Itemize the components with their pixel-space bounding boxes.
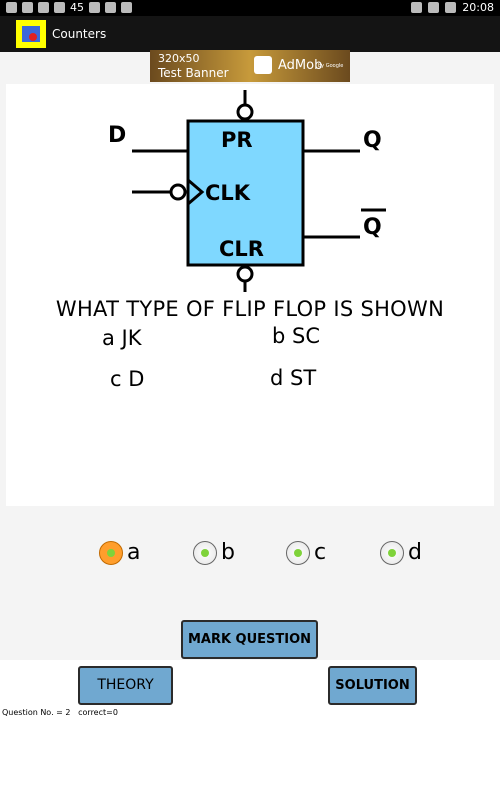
radio-c-circle[interactable] xyxy=(286,540,310,565)
status-bar: 45 20:08 xyxy=(0,0,500,16)
settings-icon xyxy=(38,2,49,13)
radio-b-circle[interactable] xyxy=(193,540,217,565)
flag-icon xyxy=(54,2,65,13)
flip-flop-box xyxy=(186,119,305,267)
ad-by: by Google xyxy=(318,63,344,69)
question-number: Question No. = 2 xyxy=(2,708,71,717)
app-icon-dot xyxy=(29,33,37,41)
radio-d-dot xyxy=(388,548,396,557)
clr-label: CLR xyxy=(219,237,264,261)
question-panel: D CLK PR CLR Q Q WHAT TYPE OF FLIP FLOP … xyxy=(6,84,494,506)
radio-a-label[interactable]: a xyxy=(127,540,141,565)
notification-count: 45 xyxy=(70,1,84,14)
app-title: Counters xyxy=(52,27,107,41)
theory-button[interactable]: THEORY xyxy=(78,666,173,705)
option-d-text: d ST xyxy=(270,366,317,390)
radio-c-dot xyxy=(294,548,302,557)
app-bar xyxy=(0,16,500,52)
radio-d-label[interactable]: d xyxy=(408,540,422,565)
admob-logo-icon xyxy=(254,56,272,74)
d-label: D xyxy=(108,123,126,148)
wind-icon xyxy=(89,2,100,13)
ad-banner-text: Test Banner xyxy=(158,66,229,80)
radio-c-label[interactable]: c xyxy=(314,540,327,565)
radio-b-label[interactable]: b xyxy=(221,540,235,565)
radio-b[interactable]: b xyxy=(193,540,235,565)
radio-a-dot xyxy=(107,548,115,557)
option-c-text: c D xyxy=(110,367,145,391)
correct-count: correct=0 xyxy=(78,708,118,717)
radio-b-dot xyxy=(201,548,209,557)
question-text: WHAT TYPE OF FLIP FLOP IS SHOWN xyxy=(55,297,445,321)
radio-d-circle[interactable] xyxy=(380,540,404,565)
option-a-text: a JK xyxy=(102,326,142,350)
battery-icon xyxy=(445,2,457,13)
status-right: 20:08 xyxy=(411,1,494,14)
ad-banner[interactable]: 320x50 Test Banner AdMob by Google xyxy=(150,50,350,82)
sync-icon xyxy=(105,2,116,13)
mark-question-button[interactable]: MARK QUESTION xyxy=(181,620,318,659)
footer-area xyxy=(0,706,500,800)
mute-icon xyxy=(411,2,423,13)
answer-radio-group: a b c d xyxy=(0,540,500,580)
radio-a[interactable]: a xyxy=(99,540,140,565)
picture-icon xyxy=(6,2,17,13)
clk-bubble xyxy=(169,183,187,201)
bottom-bar xyxy=(0,660,500,710)
pr-bubble xyxy=(236,103,254,121)
clk-label: CLK xyxy=(205,181,251,205)
wifi-icon xyxy=(428,2,440,13)
tv-icon xyxy=(121,2,132,13)
radio-c[interactable]: c xyxy=(286,540,326,565)
counters-app-icon[interactable] xyxy=(16,20,46,48)
q-label: Q xyxy=(363,128,382,153)
shield-icon xyxy=(22,2,33,13)
qbar-label: Q xyxy=(363,215,382,240)
clk-triangle xyxy=(187,178,205,206)
radio-d[interactable]: d xyxy=(380,540,422,565)
clock: 20:08 xyxy=(462,1,494,14)
clr-bubble xyxy=(236,265,254,283)
flip-flop-diagram: D CLK PR CLR Q Q xyxy=(108,90,386,292)
pr-label: PR xyxy=(221,128,253,152)
question-info: Question No. = 2 correct=0 xyxy=(2,708,118,717)
ad-size-text: 320x50 xyxy=(158,52,200,65)
solution-button[interactable]: SOLUTION xyxy=(328,666,417,705)
status-left: 45 xyxy=(6,1,132,14)
radio-a-circle[interactable] xyxy=(99,540,123,565)
option-b-text: b SC xyxy=(272,324,320,348)
ad-brand: AdMob xyxy=(278,58,323,73)
